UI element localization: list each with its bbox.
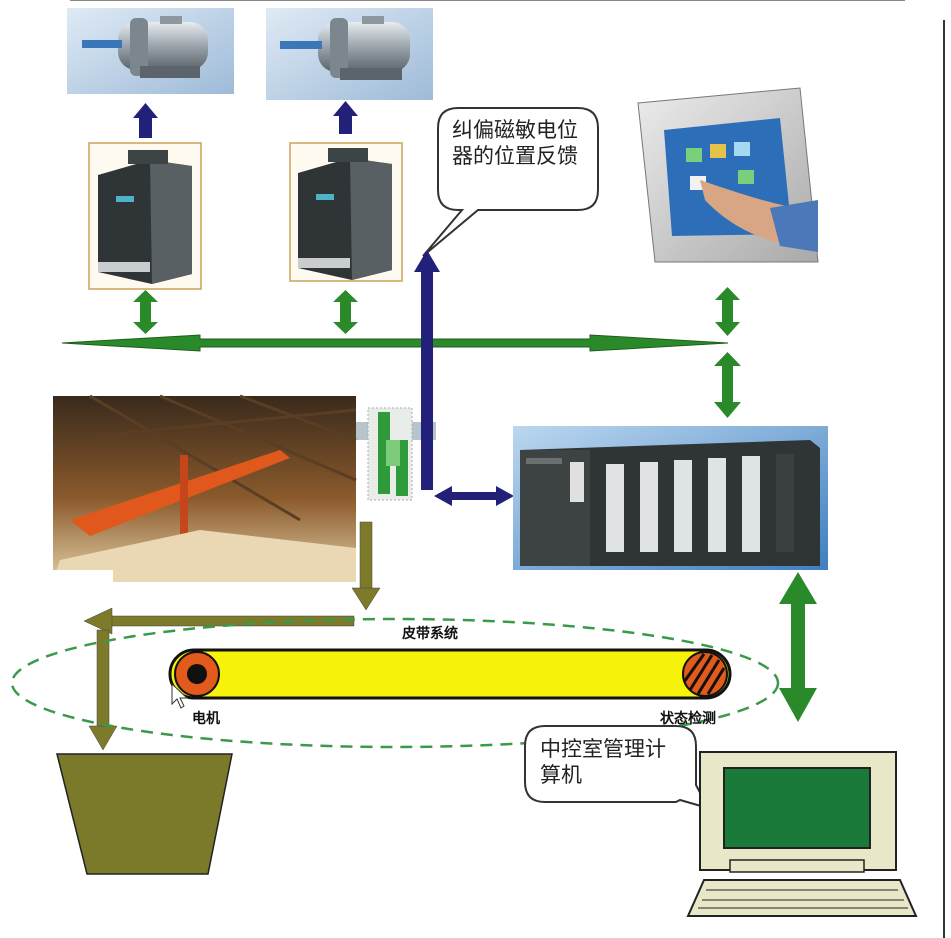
cursor-icon	[171, 682, 189, 709]
status-detect-pulley-icon	[682, 651, 728, 697]
bus-link-drive1	[133, 290, 158, 334]
touch-panel-hmi	[637, 87, 819, 263]
motor-2	[266, 8, 433, 100]
bus-link-drive2	[333, 290, 358, 334]
warehouse-crane-photo	[52, 394, 357, 582]
inverter-drive-1	[88, 142, 202, 290]
computer-icon	[686, 751, 918, 917]
plc-rack	[513, 426, 828, 570]
touch-panel-hmi-icon	[637, 87, 819, 263]
position-sensor-icon	[356, 407, 436, 501]
plc-rack-icon	[520, 440, 820, 566]
belt-system	[10, 617, 780, 749]
electric-motor-icon	[280, 16, 410, 80]
inverter-drive-2	[289, 142, 403, 282]
position-sensor	[356, 407, 436, 501]
belt-system-label: 皮带系统	[401, 625, 458, 642]
arrow-drive2-to-motor2	[333, 101, 358, 134]
hopper-icon	[56, 753, 233, 875]
motor-1	[67, 8, 234, 94]
arrow-crane-to-belt	[351, 521, 381, 611]
feedback-callout	[422, 107, 599, 257]
inverter-drive-icon	[298, 148, 392, 280]
arrow-drive1-to-motor1	[133, 103, 158, 138]
motor-pulley-icon	[174, 651, 220, 697]
motor-label: 电机	[192, 710, 220, 727]
arrow-sensor-plc	[434, 486, 514, 506]
bus-link-plc	[714, 352, 741, 418]
bus-link-hmi	[715, 287, 740, 336]
arrow-plc-computer	[779, 572, 817, 722]
control-room-callout	[524, 725, 710, 810]
control-room-callout-text: 中控室管理计算机	[540, 737, 666, 788]
communication-bus	[61, 334, 729, 352]
electric-motor-icon	[82, 16, 208, 78]
arrow-sensor-feedback	[414, 250, 440, 490]
status-detect-label: 状态检测	[660, 710, 716, 727]
inverter-drive-icon	[98, 150, 192, 284]
arrow-to-hopper	[88, 629, 118, 751]
feedback-callout-text: 纠偏磁敏电位器的位置反馈	[452, 118, 578, 169]
